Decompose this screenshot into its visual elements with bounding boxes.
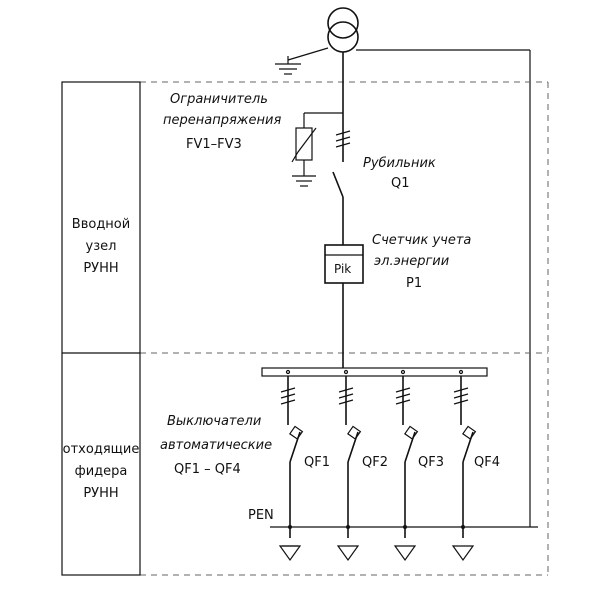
feeder-qf1: QF1	[278, 369, 330, 562]
svg-text:эл.энергии: эл.энергии	[374, 254, 449, 269]
switchgear-enclosure-dashed	[140, 81, 549, 576]
feeders-block-label: отходящие фидера РУНН	[63, 442, 140, 501]
svg-text:РУНН: РУНН	[83, 261, 118, 276]
surge-limiter-label: Ограничитель перенапряжения FV1–FV3	[163, 92, 281, 152]
side-label-panel	[61, 81, 141, 576]
feeder-qf3: QF3	[393, 369, 444, 562]
feeder-label-qf3: QF3	[418, 455, 444, 470]
switch-label: Рубильник Q1	[363, 156, 436, 191]
meter-symbol-label: Pik	[334, 262, 351, 276]
breakers-label: Выключатели автоматические QF1 – QF4	[160, 414, 272, 477]
svg-text:Вводной: Вводной	[72, 217, 130, 232]
input-unit-label: Вводной узел РУНН	[72, 217, 130, 276]
svg-text:P1: P1	[406, 276, 422, 291]
feeder-label-qf2: QF2	[362, 455, 388, 470]
svg-text:Q1: Q1	[391, 176, 410, 191]
feeder-qf4: QF4	[451, 369, 500, 562]
feeder-qf2: QF2	[336, 369, 388, 562]
svg-text:Выключатели: Выключатели	[167, 414, 261, 429]
svg-text:отходящие: отходящие	[63, 442, 140, 457]
svg-text:QF1 – QF4: QF1 – QF4	[174, 462, 241, 477]
svg-text:Ограничитель: Ограничитель	[170, 92, 268, 107]
main-line-contact-ticks	[335, 130, 351, 148]
svg-text:узел: узел	[86, 239, 117, 254]
svg-text:автоматические: автоматические	[160, 438, 272, 453]
svg-text:FV1–FV3: FV1–FV3	[186, 137, 242, 152]
transformer-symbol	[327, 7, 359, 53]
meter-p1-symbol: Pik	[324, 244, 364, 284]
distribution-busbar	[261, 367, 488, 377]
pen-label: PEN	[248, 508, 274, 523]
svg-text:перенапряжения: перенапряжения	[163, 113, 281, 128]
transformer-earth-symbol	[275, 47, 329, 75]
svg-text:РУНН: РУНН	[83, 486, 118, 501]
surge-limiter-symbol	[291, 112, 343, 187]
meter-label: Счетчик учета эл.энергии P1	[372, 233, 471, 291]
feeder-label-qf4: QF4	[474, 455, 500, 470]
svg-text:фидера: фидера	[75, 464, 128, 479]
svg-text:Рубильник: Рубильник	[363, 156, 436, 171]
svg-text:Счетчик учета: Счетчик учета	[372, 233, 471, 248]
switch-q1-symbol	[332, 171, 344, 198]
feeder-label-qf1: QF1	[304, 455, 330, 470]
